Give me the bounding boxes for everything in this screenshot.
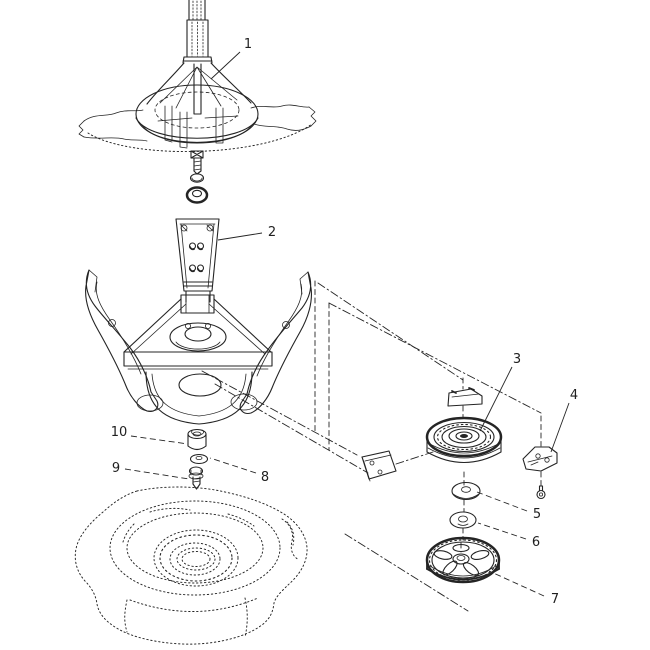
callout-label-4: 4 bbox=[570, 388, 578, 403]
callout-line-2 bbox=[217, 232, 263, 241]
callout-label-7: 7 bbox=[551, 592, 559, 607]
callout-line-8 bbox=[209, 457, 257, 474]
spring-clip-plate bbox=[447, 387, 483, 407]
lower-washer bbox=[449, 511, 477, 529]
tripod-spider bbox=[85, 269, 312, 425]
hex-bolt bbox=[188, 466, 204, 490]
callout-line-6 bbox=[477, 522, 527, 540]
callout-label-3: 3 bbox=[513, 352, 521, 367]
callout-line-5 bbox=[476, 491, 528, 512]
upper-washer bbox=[451, 481, 481, 501]
callout-label-9: 9 bbox=[112, 461, 120, 476]
callout-line-3 bbox=[479, 366, 513, 432]
callout-line-10 bbox=[130, 435, 189, 445]
callout-line-9 bbox=[124, 468, 190, 480]
callout-label-5: 5 bbox=[533, 507, 541, 522]
callout-label-1: 1 bbox=[244, 37, 252, 52]
gearcase-assembly bbox=[78, 0, 317, 204]
callout-line-4 bbox=[550, 402, 570, 453]
callout-label-10: 10 bbox=[111, 425, 128, 440]
callout-label-2: 2 bbox=[268, 225, 276, 240]
callout-label-6: 6 bbox=[532, 535, 540, 550]
spacer-bushing bbox=[187, 428, 207, 451]
callouts: 1 2 3 4 5 6 7 8 9 10 bbox=[111, 37, 578, 607]
slide-plate bbox=[361, 450, 397, 482]
bracket-screw bbox=[536, 485, 546, 500]
construction-lines bbox=[201, 280, 542, 612]
flat-washer bbox=[189, 453, 209, 465]
brake-bracket bbox=[522, 446, 558, 472]
tub-base bbox=[74, 486, 308, 645]
spoked-pulley bbox=[425, 536, 501, 584]
clutch-pulley bbox=[425, 416, 503, 464]
callout-line-1 bbox=[210, 51, 241, 80]
support-bracket bbox=[175, 218, 220, 303]
callout-line-7 bbox=[488, 570, 545, 597]
callout-label-8: 8 bbox=[261, 470, 269, 485]
